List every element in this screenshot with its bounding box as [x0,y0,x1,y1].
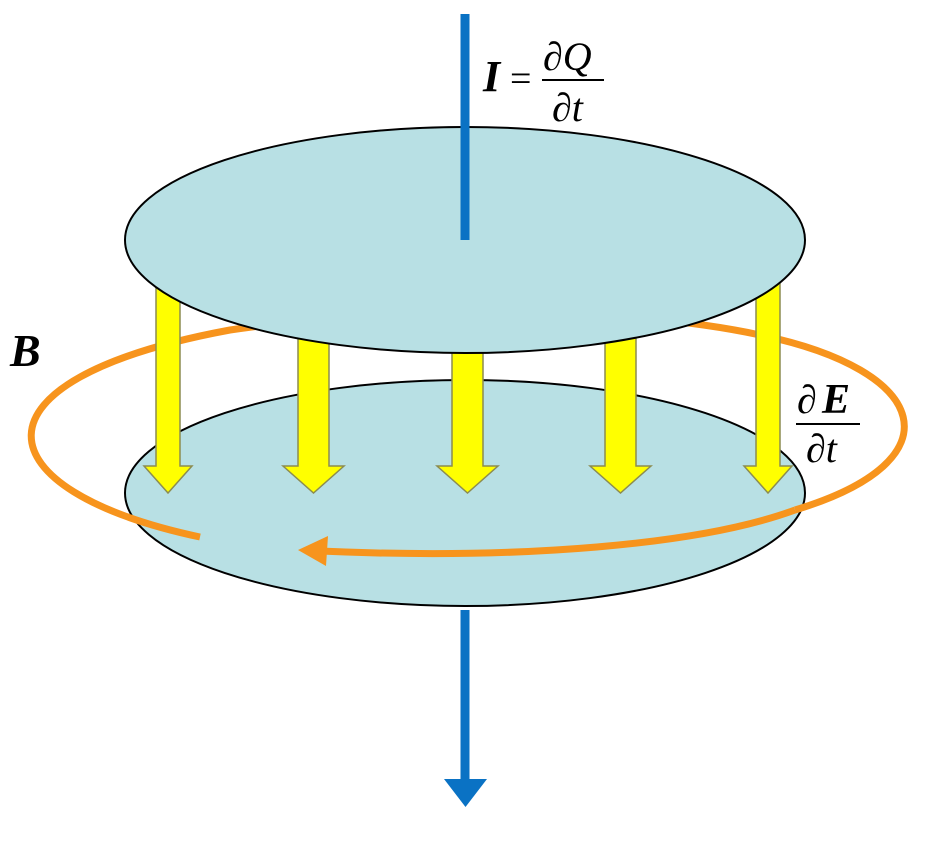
equals-sign: = [510,58,531,100]
efield-partial: ∂ [797,377,817,422]
efield-denominator: ∂t [806,426,838,471]
arrow-down-icon [444,779,487,807]
electric-field-arrow-4 [588,319,653,495]
current-symbol: I [482,52,502,101]
electric-field-arrow-1 [142,281,194,495]
current-denominator: ∂t [552,85,584,130]
efield-symbol: E [821,377,850,423]
electric-field-arrows [142,281,794,495]
magnetic-field-loop-front [319,506,797,558]
electric-field-arrow-5 [742,281,794,495]
arrow-left-icon [298,536,328,566]
current-label: I = ∂Q ∂t [482,34,604,130]
current-numerator: ∂Q [543,34,592,79]
efield-derivative-label: ∂ E ∂t [796,377,860,471]
magnetic-field-label: B [9,325,41,376]
